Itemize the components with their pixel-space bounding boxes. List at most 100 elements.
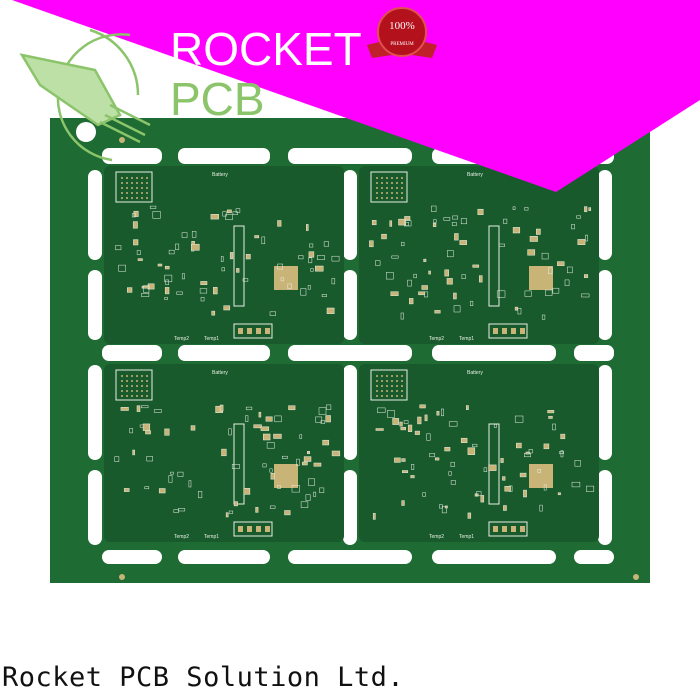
smd-component [164, 265, 170, 270]
connector [488, 225, 500, 307]
smd-component [529, 236, 538, 242]
smd-component [331, 278, 336, 285]
smd-component [524, 207, 529, 211]
bga-ball [136, 390, 138, 392]
bga-ball [146, 385, 148, 387]
routing-slot [343, 365, 357, 460]
header-pin [520, 526, 525, 532]
bga-ball [376, 395, 378, 397]
header-pin [520, 328, 525, 334]
bga-chip [370, 171, 408, 203]
smd-component [434, 457, 440, 461]
bga-ball [126, 385, 128, 387]
smd-component [401, 241, 405, 247]
smd-component [528, 449, 533, 454]
smd-component [461, 274, 466, 279]
smd-component [170, 471, 174, 475]
routing-slot [102, 345, 162, 361]
bga-ball [396, 177, 398, 179]
smd-component [576, 215, 581, 219]
bga-ball [396, 380, 398, 382]
smd-component [221, 448, 227, 457]
bga-ball [136, 375, 138, 377]
smd-component [210, 214, 219, 220]
header-pin [238, 526, 243, 532]
bga-ball [121, 390, 123, 392]
smd-component [441, 505, 447, 514]
smd-component [233, 501, 238, 507]
smd-component [467, 447, 476, 455]
connector [233, 423, 245, 505]
smd-component [299, 434, 303, 439]
bga-ball [146, 197, 148, 199]
smd-component [541, 252, 549, 260]
logo-text-rocket: ROCKET [170, 23, 362, 75]
smd-component [523, 489, 527, 498]
smd-component [284, 510, 291, 516]
smd-component [177, 471, 184, 477]
smd-component [273, 433, 282, 439]
smd-component [512, 227, 521, 234]
smd-component [560, 433, 566, 440]
smd-component [436, 411, 440, 416]
routing-slot [343, 170, 357, 260]
bga-ball [391, 192, 393, 194]
smd-component [168, 475, 173, 483]
bga-ball [141, 385, 143, 387]
header-pin [265, 328, 270, 334]
smd-component [407, 279, 412, 287]
smd-component [410, 475, 415, 479]
svg-text:100%: 100% [389, 20, 415, 32]
smd-component [426, 433, 431, 441]
smd-component [467, 512, 472, 519]
smd-component [472, 443, 478, 448]
routing-slot [343, 470, 357, 545]
bga-ball [131, 192, 133, 194]
bga-ball [386, 192, 388, 194]
smd-component [127, 287, 133, 293]
smd-component [258, 411, 262, 418]
bga-ball [131, 375, 133, 377]
routing-slot [88, 270, 102, 340]
bga-ball [381, 182, 383, 184]
smd-component [219, 404, 224, 412]
smd-component [391, 255, 399, 259]
smd-component [143, 285, 150, 293]
smd-component [454, 233, 459, 241]
bga-ball [126, 380, 128, 382]
smd-component [308, 251, 315, 258]
smd-component [403, 220, 412, 227]
smd-component [307, 451, 310, 455]
smd-component [557, 492, 561, 496]
bga-ball [386, 385, 388, 387]
smd-component [545, 289, 553, 296]
bga-ball [146, 375, 148, 377]
bga-ball [386, 390, 388, 392]
smd-component [123, 488, 130, 492]
smd-component [287, 283, 292, 290]
smd-component [390, 291, 399, 296]
bga-ball [376, 197, 378, 199]
smd-component [400, 426, 406, 431]
smd-component [133, 239, 139, 246]
bga-chip [370, 369, 408, 401]
smd-component [460, 437, 468, 443]
bga-ball [121, 375, 123, 377]
bga-ball [376, 380, 378, 382]
smd-component [181, 273, 185, 280]
bga-ball [386, 182, 388, 184]
smd-component [319, 487, 325, 493]
smd-component [389, 220, 393, 227]
bga-ball [376, 177, 378, 179]
smd-component [331, 450, 341, 457]
bga-ball [121, 192, 123, 194]
routing-slot [574, 345, 614, 361]
smd-component [450, 461, 455, 467]
smd-component [480, 495, 485, 503]
smd-component [394, 457, 401, 463]
smd-component [176, 291, 183, 295]
bga-ball [126, 375, 128, 377]
